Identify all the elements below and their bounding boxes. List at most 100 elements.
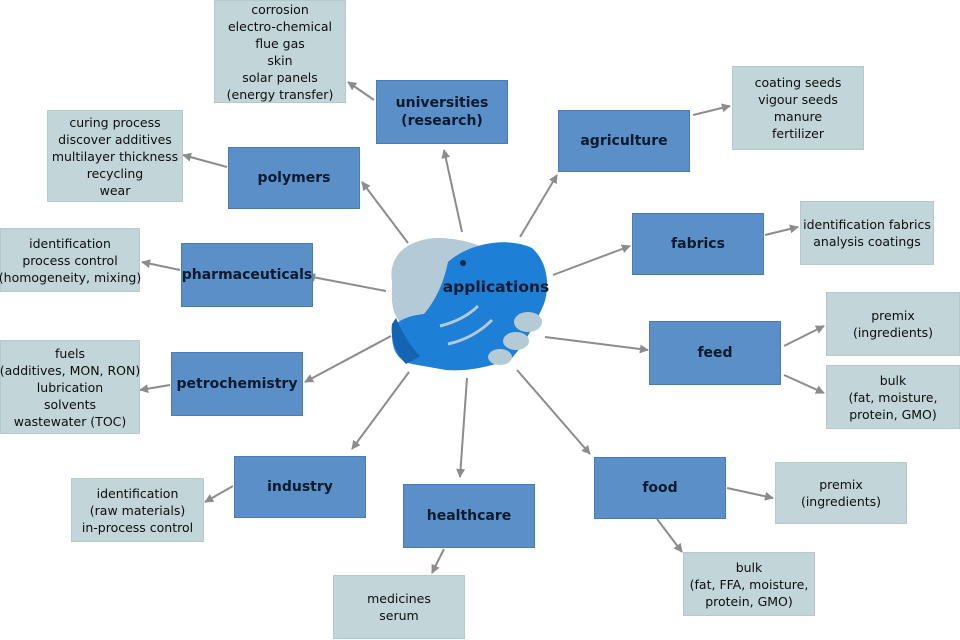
category-universities-text: universities (research) xyxy=(396,94,489,130)
detail-line: (homogeneity, mixing) xyxy=(0,269,142,285)
details-food-bulk: bulk (fat, FFA, moisture, protein, GMO) xyxy=(683,552,815,616)
arrow-food-bulk xyxy=(656,518,683,553)
details-healthcare: medicines serum xyxy=(333,575,465,639)
details-text: bulk (fat, moisture, protein, GMO) xyxy=(849,372,938,423)
category-polymers: polymers xyxy=(228,147,360,209)
detail-line: flue gas xyxy=(255,35,305,51)
arrow-to-universities xyxy=(441,149,463,233)
detail-line: curing process xyxy=(69,114,161,130)
detail-line: electro-chemical xyxy=(227,18,333,34)
arrow-to-petrochemistry xyxy=(304,335,392,383)
arrow-pharmaceuticals-details xyxy=(141,259,181,271)
details-industry: identification (raw materials) in-proces… xyxy=(71,478,204,542)
detail-line: fuels xyxy=(55,345,85,361)
category-agriculture: agriculture xyxy=(558,110,690,172)
category-label: food xyxy=(642,480,678,496)
detail-line: corrosion xyxy=(251,1,309,17)
category-label: industry xyxy=(267,479,333,495)
detail-line: discover additives xyxy=(58,131,172,147)
details-text: premix (ingredients) xyxy=(853,307,933,341)
details-petrochemistry: fuels (additives, MON, RON) lubrication … xyxy=(0,340,140,434)
detail-line: coating seeds xyxy=(754,75,842,90)
detail-line: fertilizer xyxy=(772,126,824,141)
detail-line: protein, GMO) xyxy=(705,593,793,609)
detail-line: bulk xyxy=(735,559,763,575)
arrow-feed-premix xyxy=(783,325,825,347)
category-label: healthcare xyxy=(426,508,512,524)
detail-line: (additives, MON, RON) xyxy=(0,362,141,378)
detail-line: medicines xyxy=(367,591,431,606)
details-text: curing process discover additives multil… xyxy=(52,114,178,199)
details-universities: corrosion electro-chemical flue gas skin… xyxy=(214,0,346,103)
arrow-to-industry xyxy=(351,371,410,450)
details-text: corrosion electro-chemical flue gas skin… xyxy=(227,1,334,103)
detail-line: lubrication xyxy=(36,379,104,395)
details-text: identification fabrics analysis coatings xyxy=(803,216,931,250)
details-fabrics: identification fabrics analysis coatings xyxy=(800,201,934,265)
detail-line: premix xyxy=(819,477,863,492)
arrow-agriculture-details xyxy=(692,103,731,116)
center-label: applications xyxy=(442,278,550,296)
category-label: petrochemistry xyxy=(176,376,298,392)
category-petrochemistry: petrochemistry xyxy=(171,352,303,416)
detail-line: wear xyxy=(99,182,131,198)
detail-line: (raw materials) xyxy=(89,502,186,518)
category-label: agriculture xyxy=(580,133,668,149)
category-label: polymers xyxy=(257,170,331,186)
arrow-to-pharmaceuticals xyxy=(306,273,387,292)
category-feed: feed xyxy=(649,321,781,385)
detail-line: wastewater (TOC) xyxy=(13,413,127,429)
arrow-to-feed xyxy=(544,336,649,354)
arrow-industry-details xyxy=(204,485,234,503)
handshake-icon xyxy=(391,238,548,371)
details-food-premix: premix (ingredients) xyxy=(775,462,907,524)
detail-line: multilayer thickness xyxy=(51,148,179,164)
details-agriculture: coating seeds vigour seeds manure fertil… xyxy=(732,66,864,150)
category-label: (research) xyxy=(401,113,483,129)
detail-line: vigour seeds xyxy=(758,92,838,107)
details-polymers: curing process discover additives multil… xyxy=(47,110,183,202)
details-text: bulk (fat, FFA, moisture, protein, GMO) xyxy=(690,559,809,610)
category-food: food xyxy=(594,457,726,519)
arrow-to-food xyxy=(516,369,591,455)
category-industry: industry xyxy=(234,456,366,518)
detail-line: process control xyxy=(22,252,118,268)
arrow-universities-details xyxy=(347,81,375,101)
arrow-petrochemistry-details xyxy=(139,384,171,394)
arrow-polymers-details xyxy=(182,152,228,168)
detail-line: identification fabrics xyxy=(803,217,931,232)
arrow-to-agriculture xyxy=(519,174,558,238)
details-text: identification process control (homogene… xyxy=(0,235,141,286)
detail-line: skin xyxy=(267,52,293,68)
detail-line: protein, GMO) xyxy=(849,406,937,422)
details-feed-premix: premix (ingredients) xyxy=(826,292,960,356)
arrow-feed-bulk xyxy=(783,374,825,394)
detail-line: (ingredients) xyxy=(852,325,934,340)
detail-line: (fat, moisture, xyxy=(848,389,938,405)
detail-line: solar panels xyxy=(242,69,318,85)
detail-line: (energy transfer) xyxy=(226,86,334,102)
arrow-to-fabrics xyxy=(552,244,631,276)
detail-line: in-process control xyxy=(81,519,194,535)
category-healthcare: healthcare xyxy=(403,484,535,548)
detail-line: premix xyxy=(871,308,915,323)
details-text: identification (raw materials) in-proces… xyxy=(82,485,193,536)
detail-line: identification xyxy=(29,235,111,251)
arrow-food-premix xyxy=(726,487,774,501)
category-label: fabrics xyxy=(671,236,725,252)
arrow-healthcare-details xyxy=(431,548,445,574)
details-text: premix (ingredients) xyxy=(801,476,881,510)
details-text: fuels (additives, MON, RON) lubrication … xyxy=(0,345,140,430)
detail-line: serum xyxy=(379,608,419,623)
detail-line: identification xyxy=(96,485,179,501)
detail-line: (ingredients) xyxy=(800,494,882,509)
category-fabrics: fabrics xyxy=(632,213,764,275)
details-pharmaceuticals: identification process control (homogene… xyxy=(0,228,141,292)
arrow-to-healthcare xyxy=(456,377,468,478)
detail-line: recycling xyxy=(86,165,144,181)
detail-line: analysis coatings xyxy=(813,234,921,249)
detail-line: manure xyxy=(773,109,823,124)
category-label: pharmaceuticals xyxy=(181,267,313,283)
details-text: coating seeds vigour seeds manure fertil… xyxy=(755,74,842,142)
